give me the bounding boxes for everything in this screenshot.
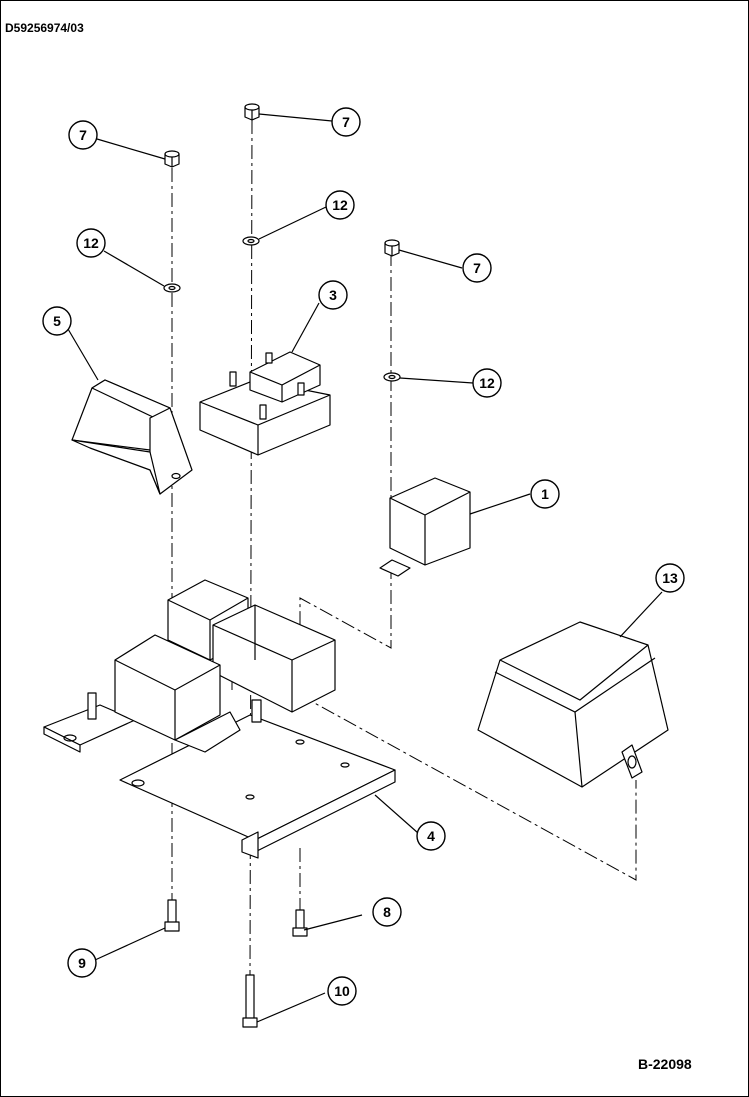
assembled-fuse-holder (87, 634, 262, 753)
callout-7-right: 7 (462, 253, 492, 283)
washer-part-12-left (163, 283, 181, 293)
callout-4: 4 (416, 821, 446, 851)
nut-part-7-center (244, 103, 260, 121)
callout-12-center: 12 (325, 190, 355, 220)
screw-part-9 (164, 899, 180, 932)
callout-12-left: 12 (76, 228, 106, 258)
svg-text:7: 7 (342, 114, 350, 130)
document-id: D59256974/03 (5, 21, 84, 35)
svg-text:12: 12 (479, 375, 495, 391)
cover-part-13 (477, 621, 669, 788)
assembled-relays (167, 579, 336, 713)
callout-10: 10 (327, 976, 357, 1006)
svg-text:7: 7 (79, 127, 87, 143)
svg-text:12: 12 (332, 197, 348, 213)
svg-text:5: 5 (53, 313, 61, 329)
relay-part-1 (379, 477, 471, 577)
relay-block-part-3 (199, 351, 331, 456)
screw-part-10 (242, 974, 258, 1028)
svg-text:7: 7 (473, 260, 481, 276)
callout-leaders (67, 113, 663, 1023)
callout-7-center: 7 (331, 107, 361, 137)
callout-7-left: 7 (68, 120, 98, 150)
svg-text:8: 8 (383, 904, 391, 920)
svg-text:3: 3 (329, 287, 337, 303)
callout-3: 3 (318, 280, 348, 310)
washer-part-12-right (383, 372, 401, 382)
svg-text:12: 12 (83, 235, 99, 251)
fuse-holder-part-5 (71, 379, 193, 495)
figure-id: B-22098 (638, 1056, 692, 1072)
relay-route-line (299, 565, 392, 660)
nut-part-7-right (384, 239, 400, 257)
screw-part-8 (292, 909, 308, 937)
callout-1: 1 (530, 479, 560, 509)
svg-text:10: 10 (334, 983, 350, 999)
svg-text:4: 4 (427, 828, 435, 844)
cover-route-line (299, 694, 637, 881)
mounting-bracket-part-4 (43, 704, 396, 859)
callout-13: 13 (655, 563, 685, 593)
callout-9: 9 (67, 948, 97, 978)
svg-text:13: 13 (662, 570, 678, 586)
nut-part-7-left (164, 150, 180, 168)
washer-part-12-center (242, 236, 260, 246)
callout-8: 8 (372, 897, 402, 927)
callout-5: 5 (42, 306, 72, 336)
svg-text:9: 9 (78, 955, 86, 971)
callout-12-right: 12 (472, 368, 502, 398)
svg-text:1: 1 (541, 486, 549, 502)
